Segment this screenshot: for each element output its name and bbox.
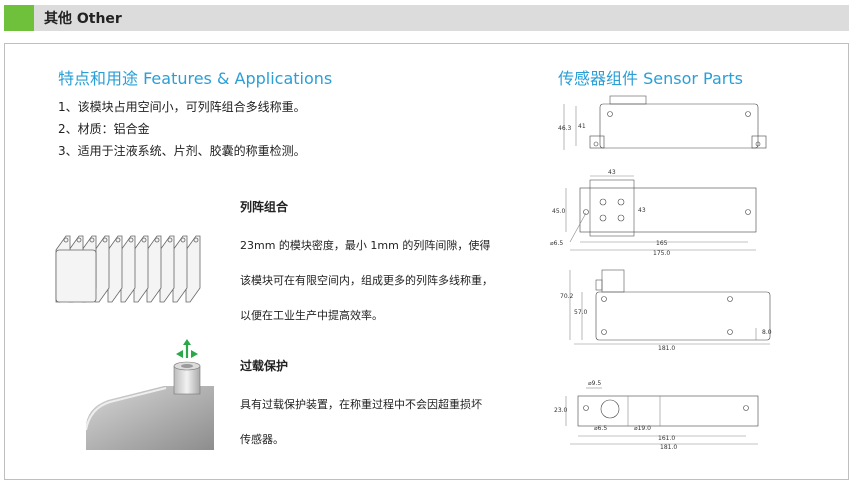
dim-label: 161.0 (658, 435, 675, 442)
feature-item: 2、材质：铝合金 (58, 122, 150, 136)
module-plate (159, 235, 175, 303)
module-connector (63, 237, 69, 243)
array-title: 列阵组合 (240, 200, 289, 214)
array-text-line: 该模块可在有限空间内，组成更多的列阵多线称重， (240, 274, 493, 287)
array-text-line: 以便在工业生产中提高效率。 (240, 309, 383, 322)
top-view-drawing: 43 45.0 43 ⌀6.5 165 175.0 (550, 169, 757, 257)
section-title: 其他 Other (44, 11, 122, 27)
module-plate (107, 235, 123, 303)
module-connector (193, 237, 199, 243)
dim-label: 43 (608, 169, 616, 176)
module-connector (167, 237, 173, 243)
module-plate (185, 235, 201, 303)
module-connector (102, 237, 108, 243)
array-text-line: 23mm 的模块密度，最小 1mm 的列阵间隙，使得 (240, 239, 491, 252)
dim-label: ⌀6.5 (550, 240, 563, 247)
bottom-view-drawing: ⌀9.5 23.0 ⌀6.5 ⌀19.0 161.0 181.0 (554, 380, 759, 451)
overload-text-line: 具有过载保护装置，在称重过程中不会因超重损坏 (240, 398, 482, 411)
dim-label: ⌀9.5 (588, 380, 601, 387)
module-plate (94, 235, 110, 303)
dim-label: ⌀19.0 (634, 425, 651, 432)
section-header: 其他 Other (4, 5, 849, 31)
feature-item: 3、适用于注液系统、片剂、胶囊的称重检测。 (58, 144, 306, 158)
dim-label: 70.2 (560, 293, 574, 300)
overload-arrow-icon (176, 339, 198, 358)
array-module-illustration (55, 235, 201, 303)
header-accent-bar (4, 5, 34, 31)
module-connector (141, 237, 147, 243)
features-title: 特点和用途 Features & Applications (58, 69, 333, 88)
dim-label: 181.0 (658, 345, 675, 352)
module-connector (128, 237, 134, 243)
module-connector (180, 237, 186, 243)
module-connector (154, 237, 160, 243)
dim-label: 57.0 (574, 309, 588, 316)
dim-label: 181.0 (660, 444, 677, 451)
module-connector (89, 237, 95, 243)
dim-label: 175.0 (653, 250, 670, 257)
dim-label: 165 (656, 240, 668, 247)
dim-label: 46.3 (558, 125, 572, 132)
dim-label: 41 (578, 123, 586, 130)
dim-label: 8.0 (762, 329, 772, 336)
overload-title: 过载保护 (240, 359, 289, 373)
module-plate (146, 235, 162, 303)
overload-text-line: 传感器。 (240, 433, 284, 446)
side-view-drawing: 46.3 41 (558, 95, 767, 150)
sensor-parts-title: 传感器组件 Sensor Parts (558, 69, 743, 88)
module-connector (76, 237, 82, 243)
features-list: 1、该模块占用空间小，可列阵组合多线称重。 2、材质：铝合金 3、适用于注液系统… (58, 96, 306, 162)
content-frame (4, 43, 849, 480)
dim-label: 43 (638, 207, 646, 214)
overload-protection-illustration (86, 339, 214, 450)
feature-item: 1、该模块占用空间小，可列阵组合多线称重。 (58, 100, 306, 114)
module-front-plate (55, 249, 97, 303)
dim-label: 23.0 (554, 407, 568, 414)
module-plate (172, 235, 188, 303)
dim-label: ⌀6.5 (594, 425, 607, 432)
module-connector (115, 237, 121, 243)
module-plate (133, 235, 149, 303)
dim-label: 45.0 (552, 208, 566, 215)
module-plate (120, 235, 136, 303)
sensor-dimension-drawings: 46.3 41 43 45.0 43 ⌀6.5 165 175.0 70.2 5… (550, 95, 772, 451)
front-view-drawing: 70.2 57.0 8.0 181.0 (560, 269, 772, 352)
